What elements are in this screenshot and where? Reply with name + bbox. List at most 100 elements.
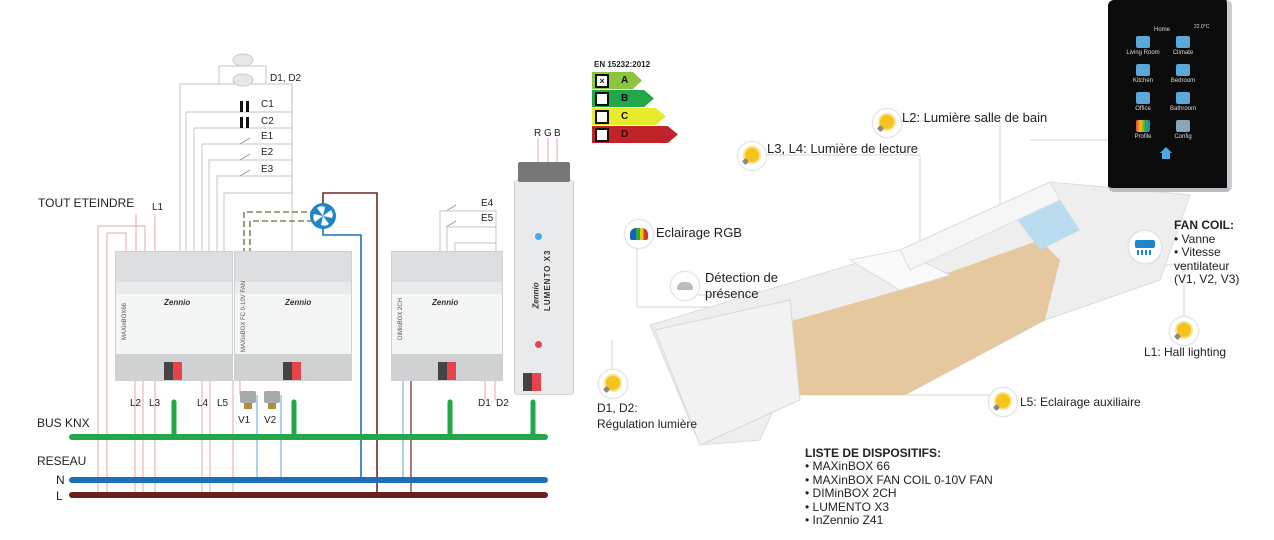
callout-leader-lines (611, 120, 1185, 396)
light-bulb-icon (1177, 323, 1191, 337)
valve-icon (240, 391, 280, 409)
device-diminbox-2ch: Zennio DIMinBOX 2CH (391, 251, 503, 381)
callout-fancoil: FAN COIL: • Vanne • Vitesse ventilateur … (1174, 218, 1240, 287)
label-e1: E1 (261, 131, 274, 142)
label-l5: L5 (217, 398, 229, 409)
checkbox-checked-icon: × (595, 73, 609, 88)
smoke-detector-icon (232, 53, 254, 87)
dimminbox-input-wires (439, 210, 497, 254)
callout-l3l4-icon (737, 141, 767, 171)
callout-rgb: Eclairage RGB (656, 225, 742, 240)
device-list-item: • MAXinBOX 66 (805, 459, 890, 473)
wire-common (223, 84, 293, 254)
label-l2: L2 (130, 398, 142, 409)
brand-label: Zennio (432, 298, 459, 307)
callout-presence-icon (670, 271, 700, 301)
wire-c2 (193, 127, 292, 254)
label-e4: E4 (481, 198, 494, 209)
wire-e3 (216, 175, 292, 254)
lumento-terminal-block (518, 162, 570, 182)
bed-icon (1176, 64, 1190, 76)
brand-label: Zennio (164, 298, 191, 307)
climate-icon (1176, 36, 1190, 48)
status-led-red (535, 341, 542, 348)
light-bulb-icon (880, 115, 894, 129)
fan-live-wire (322, 192, 378, 495)
control-wires (179, 65, 293, 254)
brand-label: Zennio (531, 282, 541, 309)
label-neutral: N (56, 473, 65, 487)
energy-standard: EN 15232:2012 (594, 60, 651, 69)
device-list-item: • DIMinBOX 2CH (805, 486, 897, 500)
bath-icon (1176, 92, 1190, 104)
panel-tile-config[interactable]: Config (1164, 120, 1202, 140)
label-live: L (56, 489, 63, 503)
energy-class-c: C (592, 108, 666, 125)
label-rgb-r: R (534, 128, 542, 139)
label-l1: L1 (152, 202, 164, 213)
panel-tile-bedroom[interactable]: Bedroom (1164, 64, 1202, 84)
callout-presence-line1: Détection de (705, 270, 778, 285)
home-icon-base (1162, 153, 1170, 159)
label-e3: E3 (261, 164, 274, 175)
light-bulb-icon (606, 376, 620, 390)
label-d1d2: D1, D2 (270, 73, 302, 84)
label-v2: V2 (264, 415, 277, 426)
device-list-item: • InZennio Z41 (805, 513, 884, 527)
knx-connector (164, 362, 182, 380)
airflow-lines (1137, 250, 1153, 255)
presence-sensor-icon (677, 282, 693, 290)
callout-d1d2-icon (598, 369, 628, 399)
home-icon[interactable] (1160, 147, 1172, 153)
fancoil-item: (V1, V2, V3) (1174, 272, 1240, 286)
label-rgb-b: B (554, 128, 561, 139)
wire-d1d2 (179, 83, 293, 254)
device-list: LISTE DE DISPOSITIFS: • MAXinBOX 66 • MA… (805, 446, 993, 528)
label-c2: C2 (261, 116, 274, 127)
device-list-item: • MAXinBOX FAN COIL 0-10V FAN (805, 472, 993, 487)
wire-c1 (185, 111, 292, 254)
panel-tile-office[interactable]: Office (1124, 92, 1162, 112)
rgb-palette-icon (630, 228, 648, 240)
knx-connector (283, 362, 301, 380)
rgb-wires (537, 138, 558, 162)
fan-neutral-wire (322, 228, 362, 480)
label-v1: V1 (238, 415, 251, 426)
checkbox-icon (595, 127, 609, 142)
fancoil-item: • Vitesse (1174, 245, 1221, 259)
callout-rgb-icon (624, 219, 654, 249)
light-bulb-icon (745, 148, 759, 162)
checkbox-icon (595, 91, 609, 106)
panel-tile-living-room[interactable]: Living Room (1124, 36, 1162, 56)
panel-tile-kitchen[interactable]: Kitchen (1124, 64, 1162, 84)
callout-presence-line2: présence (705, 286, 759, 301)
knx-connector (438, 362, 456, 380)
kitchen-icon (1136, 64, 1150, 76)
panel-tile-bathroom[interactable]: Bathroom (1164, 92, 1202, 112)
callout-l2: L2: Lumière salle de bain (902, 110, 1048, 125)
capacitor-icon (240, 101, 249, 128)
device-maxinbox66: Zennio MAXinBOX66 (115, 251, 233, 381)
energy-label: EN 15232:2012 ×A B C D (592, 60, 692, 145)
all-off-wires (97, 214, 156, 495)
callout-l5: L5: Eclairage auxiliaire (1020, 395, 1141, 409)
switch-icon (239, 137, 457, 228)
label-bus-knx: BUS KNX (37, 416, 90, 430)
label-reseau: RESEAU (37, 454, 87, 468)
panel-tile-climate[interactable]: Climate (1164, 36, 1202, 56)
air-conditioner-icon (1135, 240, 1155, 248)
wire-e2 (208, 159, 292, 254)
label-l4: L4 (197, 398, 209, 409)
knx-drops (171, 399, 536, 440)
callout-l2-icon (872, 108, 902, 138)
device-name: MAXinBOX66 (122, 302, 128, 340)
panel-header-title: Home (1154, 27, 1171, 33)
device-lumento-x3: Zennio LUMENTO X3 (514, 180, 574, 395)
knx-connector (523, 373, 541, 391)
light-bulb-icon (996, 394, 1010, 408)
device-list-item: • LUMENTO X3 (805, 499, 889, 514)
label-rgb-g: G (544, 128, 552, 139)
label-e5: E5 (481, 213, 494, 224)
panel-tile-profile[interactable]: Profile (1124, 120, 1162, 140)
